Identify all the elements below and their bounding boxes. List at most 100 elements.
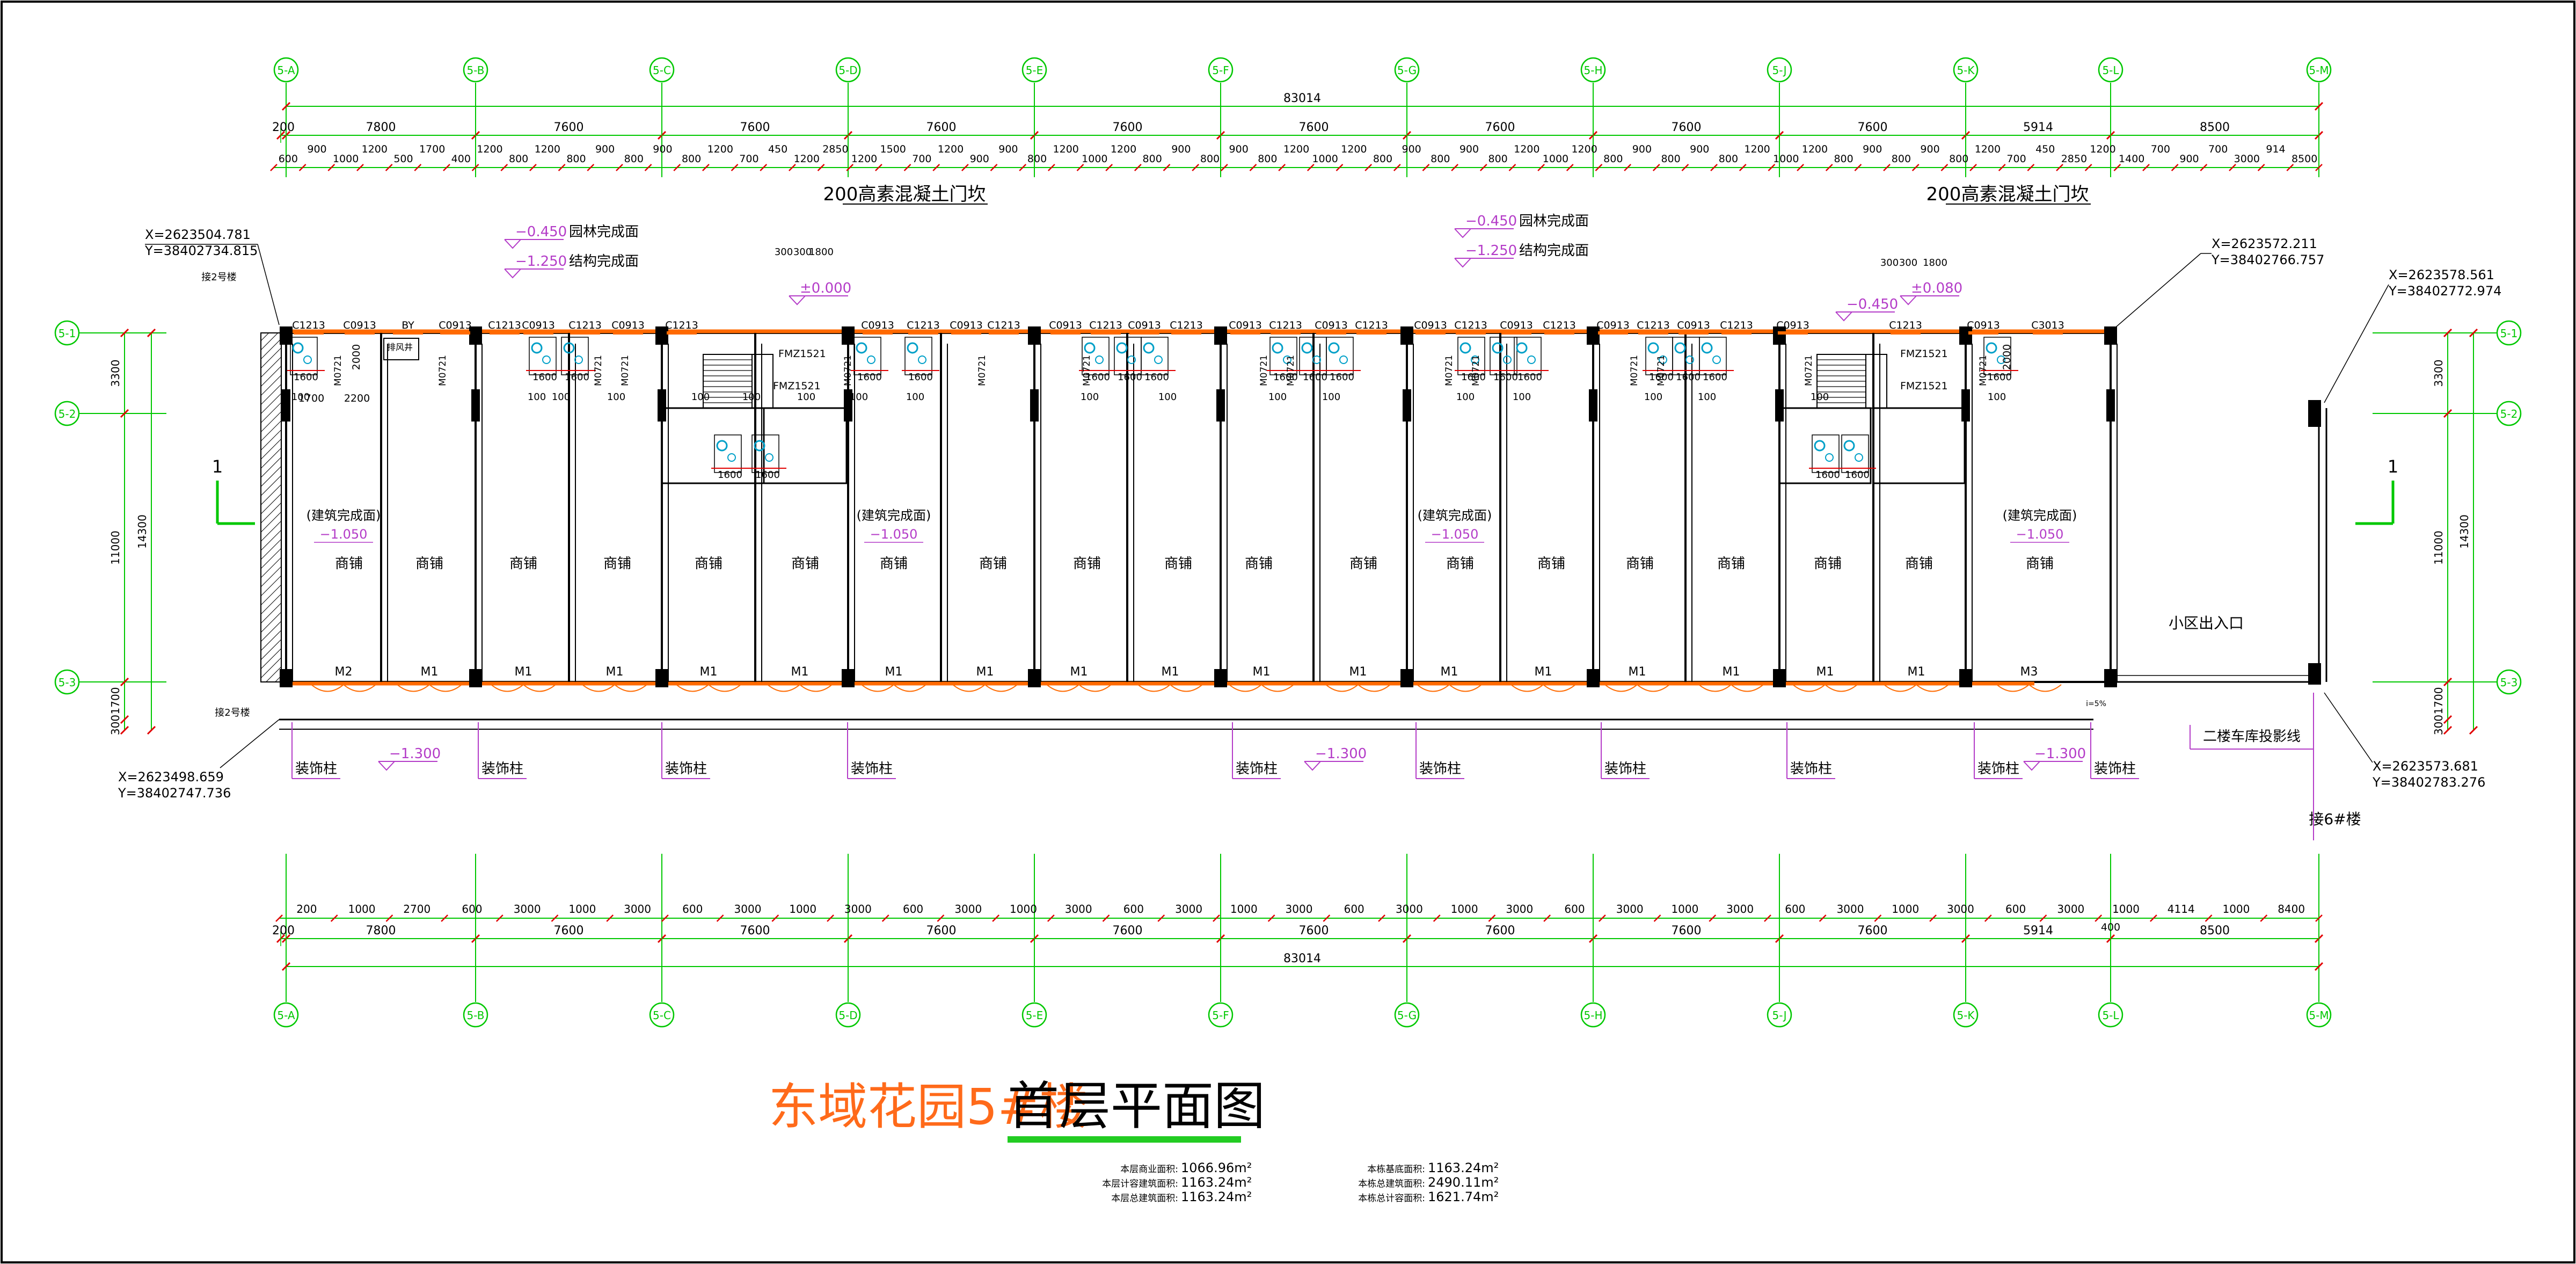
door-swing <box>1510 684 1576 692</box>
dim-bottom-detail-text: 3000 <box>734 903 762 916</box>
column <box>1587 326 1600 345</box>
column <box>1773 669 1786 687</box>
door-swing <box>1884 684 1949 692</box>
toilet-dim-text: 1600 <box>755 469 780 481</box>
basin-fixture <box>1659 355 1667 364</box>
door-m0721-label: M0721 <box>843 355 853 386</box>
column-mid <box>2106 389 2115 422</box>
dim-top-detail-text: 900 <box>1863 143 1882 155</box>
dim-tick <box>281 962 291 971</box>
shop-label: 商铺 <box>880 556 908 572</box>
dim-text: 100 <box>528 391 546 403</box>
dim-bottom-main-text: 7600 <box>1672 924 1702 938</box>
window-label: C0913 <box>1229 319 1262 331</box>
basin-fixture <box>1471 355 1479 364</box>
toilet-dim-text: 1600 <box>1493 372 1518 383</box>
level-symbol <box>378 761 437 771</box>
dim-tick <box>2084 164 2092 171</box>
dim-top-detail-text: 8500 <box>2292 153 2317 165</box>
door-label: M1 <box>976 665 994 679</box>
window-label: C1213 <box>665 319 698 331</box>
dim-bottom-detail-text: 600 <box>1344 903 1364 916</box>
dim-bottom-detail-text: 600 <box>1564 903 1585 916</box>
door-m0721-label: M0721 <box>620 355 631 386</box>
dim-text: 300 <box>793 246 812 258</box>
garage-line-label: 二楼车库投影线 <box>2203 729 2301 745</box>
dim-tick <box>120 328 129 338</box>
dim-text: 100 <box>552 391 570 403</box>
dim-tick <box>875 164 882 171</box>
dim-tick <box>385 914 393 922</box>
dim-bottom-main-text: 5914 <box>2023 924 2053 938</box>
link-note: 接6#楼 <box>2309 810 2361 828</box>
dim-text: 100 <box>1268 391 1287 403</box>
dim-bottom-detail-text: 600 <box>1123 903 1144 916</box>
stat-label: 本栋总建筑面积: <box>1358 1179 1425 1189</box>
level-value: −1.250 <box>515 253 567 270</box>
door-swing <box>1792 684 1858 692</box>
stat-label: 本层计容建筑面积: <box>1102 1179 1178 1189</box>
dim-top-detail-text: 900 <box>1690 143 1709 155</box>
dim-top-detail-text: 450 <box>2035 143 2055 155</box>
axis-label: 5-F <box>1212 1009 1229 1022</box>
level-mark: −1.050 <box>1431 527 1479 542</box>
toilet-dim-text: 1600 <box>1703 372 1727 383</box>
dim-top-detail-text: 1200 <box>1802 143 1828 155</box>
toilet-fixture <box>1328 342 1340 354</box>
dim-right-text: 1700 <box>2432 687 2445 715</box>
axis-bubble <box>2098 57 2123 83</box>
arch-finish-label: (建筑完成面) <box>2003 508 2077 523</box>
window-label: C1213 <box>1269 319 1302 331</box>
dim-top-detail-text: 800 <box>1200 153 1220 165</box>
dim-tick <box>990 164 998 171</box>
level-symbol <box>504 239 564 249</box>
axis-bubble <box>649 1002 675 1028</box>
dim-right-total-text: 14300 <box>2458 514 2471 549</box>
decor-col-label: 装饰柱 <box>1604 761 1646 777</box>
dim-tick <box>1883 164 1891 171</box>
dim-text: 2000 <box>351 344 362 370</box>
axis-label: 5-J <box>1772 64 1787 77</box>
dim-bottom-extra: 400 <box>2101 921 2120 933</box>
dim-tick <box>702 164 710 171</box>
dim-tick <box>1598 914 1606 922</box>
door-label: M1 <box>1441 665 1458 679</box>
dim-tick <box>1854 164 1862 171</box>
door-swing <box>311 684 376 692</box>
toilet-dim-text: 1600 <box>1676 372 1701 383</box>
column-mid <box>1775 389 1784 422</box>
dim-top-detail-text: 800 <box>566 153 586 165</box>
door-swing <box>1229 684 1294 692</box>
dim-top-detail-text: 900 <box>307 143 326 155</box>
dim-bottom-detail-text: 3000 <box>1616 903 1644 916</box>
dim-top-detail-text: 1200 <box>1341 143 1367 155</box>
dim-tick <box>1508 164 1516 171</box>
dim-tick <box>551 914 559 922</box>
dim-top-detail-text: 1200 <box>1053 143 1079 155</box>
dim-tick <box>120 677 129 687</box>
window-label: C0913 <box>343 319 376 331</box>
toilet-dim-text: 1600 <box>718 469 742 481</box>
dim-bottom-detail-text: 600 <box>2005 903 2026 916</box>
dim-bottom-detail-text: 8400 <box>2278 903 2305 916</box>
dim-text: 300 <box>1880 257 1899 268</box>
coordinate-y: Y=38402766.757 <box>2211 252 2324 267</box>
level-mark: −1.050 <box>320 527 368 542</box>
dim-bottom-detail-text: 3000 <box>1286 903 1313 916</box>
coord-leader <box>2112 253 2201 331</box>
dim-top-detail-text: 800 <box>1661 153 1680 165</box>
stat-value: 1066.96m² <box>1181 1160 1252 1175</box>
dim-top-detail-text: 1200 <box>1283 143 1309 155</box>
level-symbol <box>1835 311 1895 322</box>
basin-fixture <box>1825 453 1834 462</box>
toilet-fixture <box>754 440 765 452</box>
coordinate-y: Y=38402783.276 <box>2372 775 2485 790</box>
dim-bottom-main-text: 7600 <box>1858 924 1888 938</box>
dim-text: 100 <box>1698 391 1716 403</box>
toilet-dim-text: 1600 <box>1118 372 1142 383</box>
dim-tick <box>1451 164 1459 171</box>
level-value: −1.300 <box>389 746 441 762</box>
door-label: M1 <box>1253 665 1271 679</box>
dim-tick <box>1768 164 1776 171</box>
dim-bottom-main-text: 7600 <box>1485 924 1515 938</box>
